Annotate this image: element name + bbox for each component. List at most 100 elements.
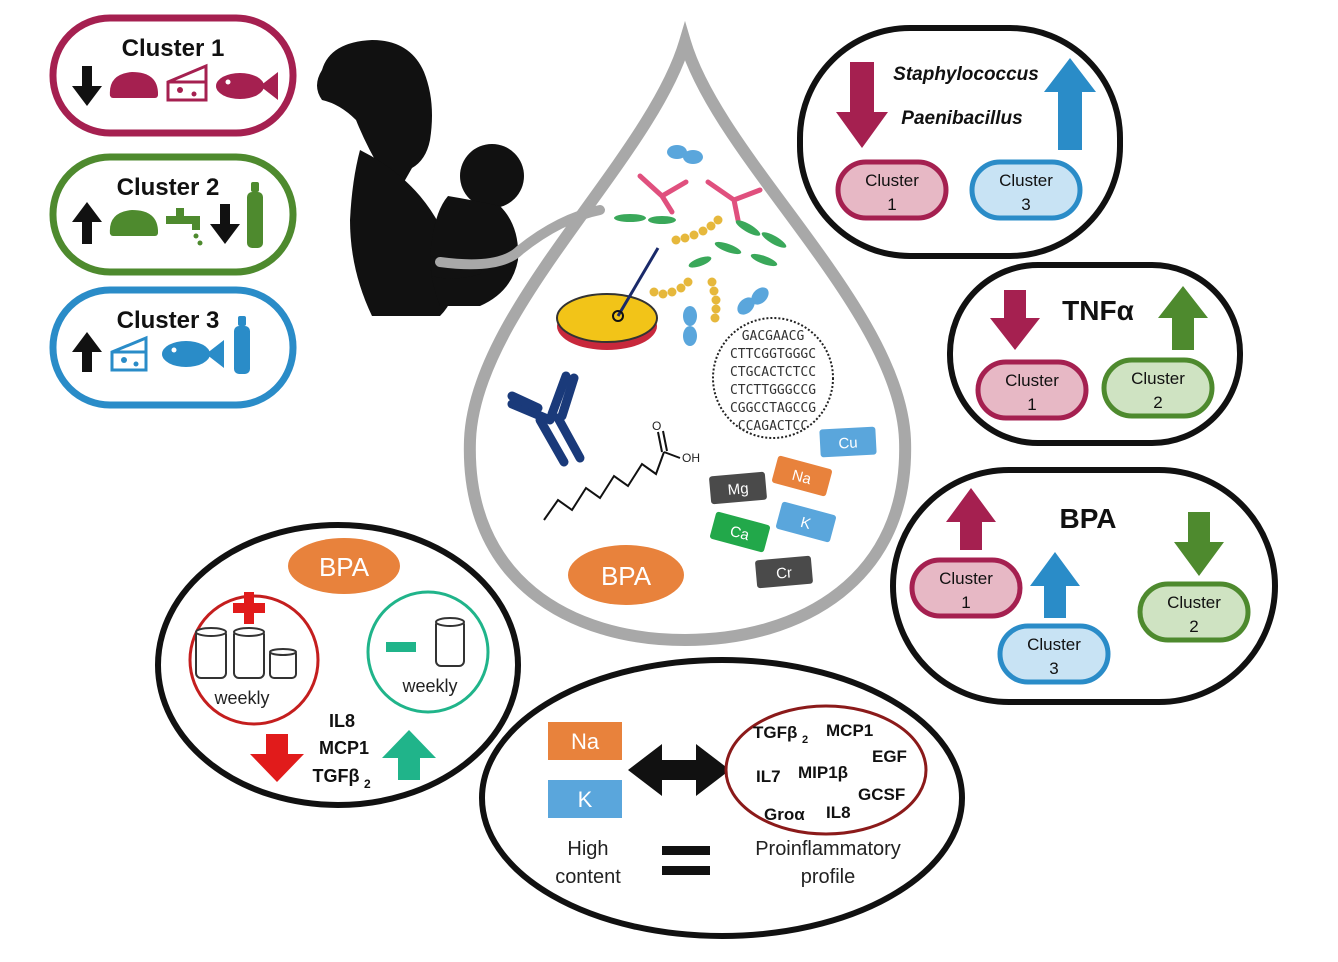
cytokine-mcp1: MCP1: [319, 738, 369, 758]
cluster-number: 1: [1027, 395, 1036, 414]
cluster3-badge: Cluster 3: [997, 623, 1111, 685]
cheese-icon: [110, 335, 148, 372]
dna-line: CCAGACTCC: [738, 419, 808, 434]
tap-water-icon: [166, 208, 203, 246]
cytokine-tgfb: TGFβ: [753, 723, 797, 742]
staphylococcus-label: Staphylococcus: [893, 64, 1039, 85]
cluster-number: 1: [887, 195, 896, 214]
bread-icon: [109, 210, 158, 236]
cluster1-badge: Cluster 1: [835, 159, 949, 221]
proinflammatory-line2: profile: [801, 866, 855, 888]
cluster-word: Cluster: [1005, 371, 1059, 390]
bottle-icon: [247, 182, 263, 248]
oxygen-label: O: [652, 419, 661, 433]
cluster3-label: Cluster 3: [117, 307, 220, 334]
cytokine-groa: Groα: [764, 805, 805, 824]
arrow-down-icon: [990, 290, 1040, 350]
mineral-cu-tile: Cu: [819, 426, 877, 458]
cluster-number: 1: [961, 593, 970, 612]
cluster3-badge: Cluster 3: [969, 159, 1083, 221]
double-arrow-icon: [628, 744, 730, 796]
cluster1-badge: Cluster 1: [975, 359, 1089, 421]
sodium-badge: Na: [548, 722, 622, 760]
cluster-word: Cluster: [939, 569, 993, 588]
cluster-word: Cluster: [1167, 593, 1221, 612]
mineral-tiles: Cu Na Mg K Ca Cr: [709, 426, 877, 589]
arrow-down-icon: [72, 66, 102, 106]
bacteria-icon: [614, 145, 787, 346]
cluster2-label: Cluster 2: [117, 174, 220, 201]
arrow-down-icon: [1174, 512, 1224, 576]
hydroxyl-label: OH: [682, 451, 700, 465]
paenibacillus-label: Paenibacillus: [901, 108, 1022, 129]
weekly-high-label: weekly: [213, 688, 269, 708]
mother-baby-silhouette-icon: [317, 40, 524, 316]
cluster-word: Cluster: [865, 171, 919, 190]
mineral-symbol: K: [799, 514, 813, 533]
cluster-word: Cluster: [1131, 369, 1185, 388]
dna-line: CGGCCTAGCCG: [730, 401, 816, 416]
bpa-cans-title: BPA: [319, 552, 370, 582]
weekly-low-label: weekly: [401, 676, 457, 696]
cluster-number: 3: [1021, 195, 1030, 214]
mineral-ca-tile: Ca: [710, 511, 770, 553]
cluster-number: 3: [1049, 659, 1058, 678]
tnf-alpha-panel: TNFα Cluster 1 Cluster 2: [947, 262, 1243, 446]
mineral-mg-tile: Mg: [709, 471, 767, 505]
can-icon: [435, 617, 465, 667]
minus-icon: [386, 642, 416, 652]
dna-line: CTGCACTCTCC: [730, 365, 816, 380]
fish-icon: [162, 340, 224, 368]
mineral-symbol: Cu: [838, 435, 858, 453]
mineral-k-tile: K: [776, 501, 836, 543]
cluster1-diet-pill: Cluster 1: [49, 14, 297, 137]
arrow-up-icon: [1030, 552, 1080, 618]
cytokine-tgfb: TGFβ: [313, 766, 360, 786]
bread-icon: [109, 72, 158, 98]
arrow-down-icon: [836, 62, 888, 148]
bacteria-cluster-panel: Staphylococcus Paenibacillus Cluster 1 C…: [797, 25, 1123, 259]
cytokine-il8: IL8: [826, 803, 851, 822]
cytokine-egf: EGF: [872, 747, 907, 766]
arrow-up-icon: [382, 730, 436, 780]
can-icon: [195, 627, 297, 679]
arrow-up-icon: [946, 488, 996, 550]
bottle-icon: [234, 316, 250, 374]
fatty-acid-structure-icon: O OH: [543, 419, 700, 521]
dna-line: CTTCGGTGGGC: [730, 347, 816, 362]
dna-line: CTCTTGGGCCG: [730, 383, 816, 398]
cytokine-il7: IL7: [756, 767, 781, 786]
high-content-line2: content: [555, 866, 621, 888]
arrow-down-icon: [250, 734, 304, 782]
arrow-up-icon: [1158, 286, 1208, 350]
cluster2-badge: Cluster 2: [1101, 357, 1215, 419]
mineral-symbol: Mg: [727, 480, 749, 499]
cytokine-mip1b: MIP1β: [798, 763, 848, 782]
bpa-cluster-panel: BPA Cluster 1 Cluster 3 Cluster 2: [890, 467, 1278, 705]
dna-line: GACGAACG: [742, 329, 805, 344]
bpa-drop-badge: BPA: [568, 545, 684, 605]
proinflammatory-line1: Proinflammatory: [755, 838, 901, 860]
potassium-badge: K: [548, 780, 622, 818]
arrow-up-icon: [72, 332, 102, 372]
high-content-line1: High: [567, 838, 608, 860]
bpa-canned-food-panel: BPA weekly weekly IL8 MCP1 TGF: [155, 522, 521, 808]
arrow-up-icon: [1044, 58, 1096, 150]
cluster3-diet-pill: Cluster 3: [49, 286, 297, 409]
potassium-label: K: [578, 787, 593, 812]
petri-dish-icon: [556, 247, 660, 350]
cluster-word: Cluster: [999, 171, 1053, 190]
cluster-number: 2: [1153, 393, 1162, 412]
equals-icon: [662, 846, 710, 875]
cytokine-il8: IL8: [329, 711, 355, 731]
arrow-down-icon: [210, 204, 240, 244]
bpa-drop-label: BPA: [601, 561, 652, 591]
cluster1-badge: Cluster 1: [909, 557, 1023, 619]
cluster-number: 2: [1189, 617, 1198, 636]
cluster2-diet-pill: Cluster 2: [49, 153, 297, 276]
cytokine-tgfb-subscript: 2: [364, 777, 371, 791]
cheese-icon: [166, 63, 208, 102]
arrow-up-icon: [72, 202, 102, 244]
fish-icon: [216, 72, 278, 100]
